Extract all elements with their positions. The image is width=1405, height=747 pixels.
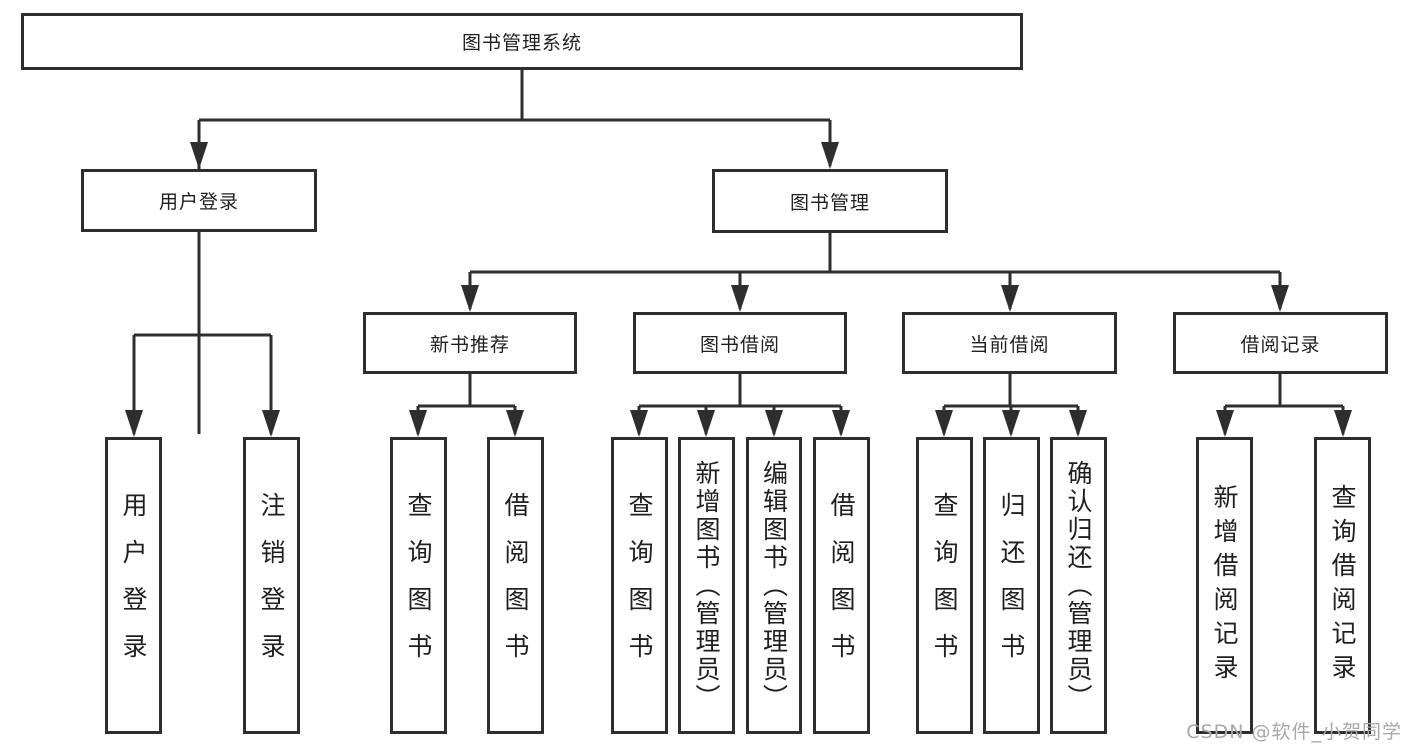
leaf-user-login: 用户登录	[105, 437, 162, 734]
leaf-borrow-books: 借阅图书	[813, 437, 870, 734]
leaf-query-borrow-record: 查询借阅记录	[1314, 437, 1371, 734]
node-current-borrow: 当前借阅	[902, 312, 1117, 374]
leaf-query-books-recommend: 查询图书	[390, 437, 447, 734]
watermark: CSDN @软件_小贺同学	[1186, 721, 1402, 743]
node-new-book-recommend: 新书推荐	[363, 312, 577, 374]
leaf-query-books-current: 查询图书	[916, 437, 973, 734]
leaf-query-books-borrow: 查询图书	[611, 437, 668, 734]
leaf-confirm-return-admin: 确认归还（管理员）	[1050, 437, 1107, 734]
leaf-borrow-books-recommend: 借阅图书	[487, 437, 544, 734]
node-borrow-records: 借阅记录	[1173, 312, 1388, 374]
leaf-add-book-admin: 新增图书（管理员）	[678, 437, 735, 734]
node-user-login: 用户登录	[81, 169, 317, 232]
leaf-return-books: 归还图书	[983, 437, 1040, 734]
node-book-borrow: 图书借阅	[633, 312, 847, 374]
node-library-system: 图书管理系统	[21, 13, 1023, 70]
leaf-add-borrow-record: 新增借阅记录	[1196, 437, 1253, 734]
leaf-edit-book-admin: 编辑图书（管理员）	[746, 437, 802, 734]
leaf-logout: 注销登录	[243, 437, 300, 734]
node-book-management: 图书管理	[712, 169, 948, 233]
